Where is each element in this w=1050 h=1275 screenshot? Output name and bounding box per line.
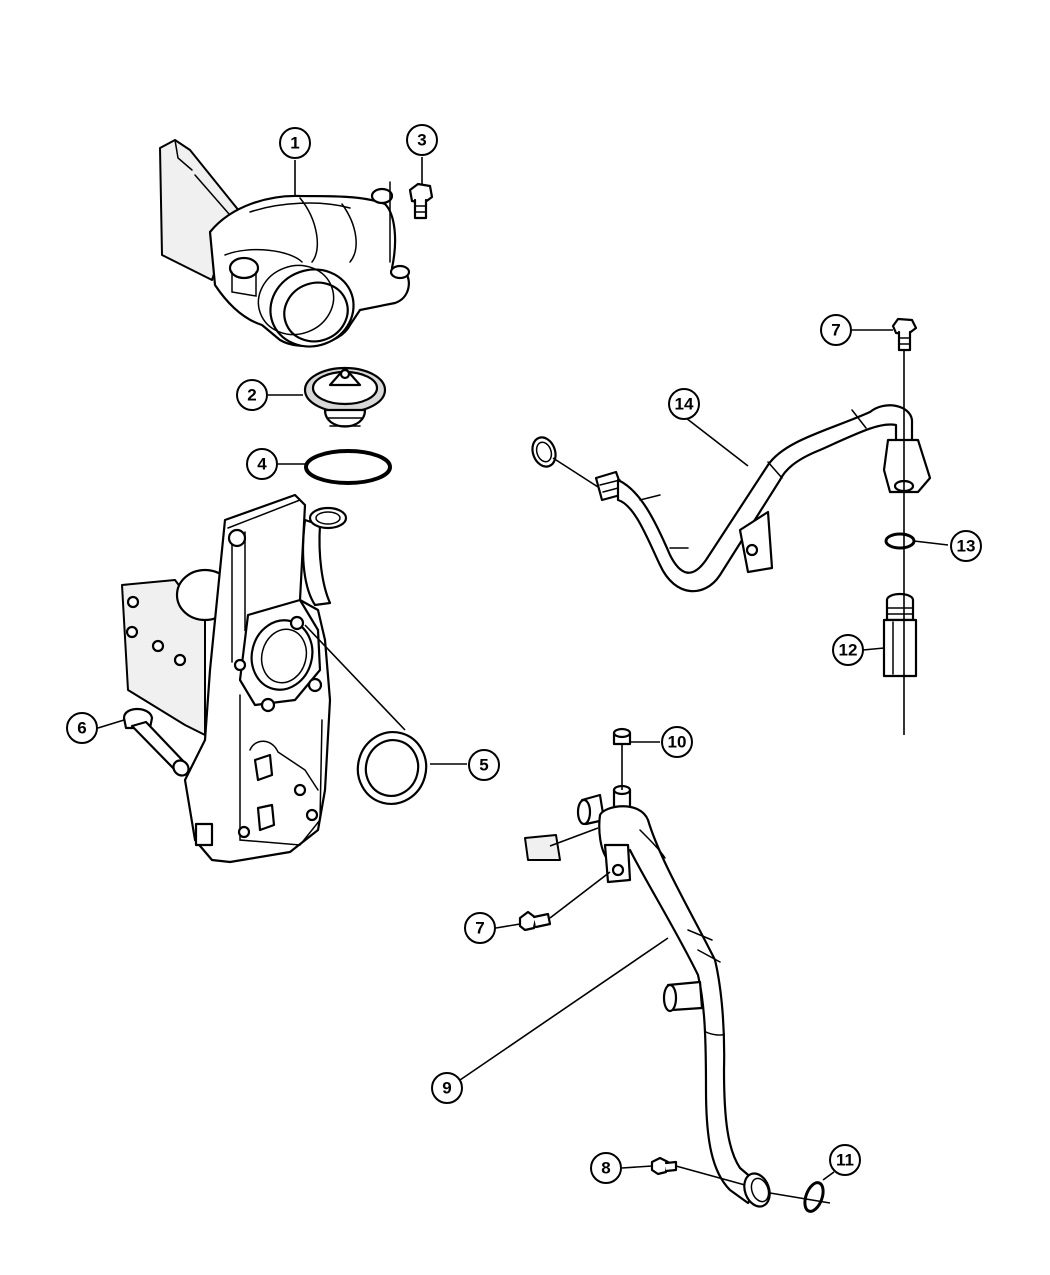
svg-text:12: 12: [839, 641, 858, 660]
leader-lines: [97, 157, 949, 1204]
svg-text:4: 4: [257, 455, 267, 474]
callout-7-upper: 7: [820, 314, 852, 346]
svg-text:11: 11: [836, 1151, 854, 1170]
callout-13: 13: [950, 530, 982, 562]
bolt-7-lower: [518, 910, 552, 932]
bolt-7-upper: [891, 317, 918, 352]
svg-text:13: 13: [957, 537, 976, 556]
bolt-icon: [408, 182, 434, 220]
water-pump-housing: [121, 493, 348, 864]
cap-10: [612, 727, 632, 746]
callout-6: 6: [66, 712, 98, 744]
callout-14: 14: [668, 388, 700, 420]
o-ring-13: [884, 532, 916, 550]
svg-text:3: 3: [417, 131, 426, 150]
svg-text:8: 8: [601, 1159, 610, 1178]
svg-text:9: 9: [442, 1079, 451, 1098]
callout-10: 10: [661, 726, 693, 758]
callout-8: 8: [590, 1152, 622, 1184]
callout-2: 2: [236, 379, 268, 411]
thermostat: [303, 366, 387, 428]
svg-text:5: 5: [479, 756, 488, 775]
svg-text:7: 7: [831, 321, 840, 340]
callout-4: 4: [246, 448, 278, 480]
fitting-12: [882, 592, 918, 678]
callout-7-lower: 7: [464, 912, 496, 944]
stud-bolt-6: [122, 707, 190, 777]
seal-ring-5: [356, 731, 428, 805]
thermostat-housing: [159, 139, 411, 348]
callout-1: 1: [279, 127, 311, 159]
o-ring-4: [304, 449, 392, 485]
callout-5: 5: [468, 749, 500, 781]
o-ring-11: [803, 1181, 825, 1213]
callout-9: 9: [431, 1072, 463, 1104]
coolant-tube-9: [524, 784, 771, 1208]
svg-text:14: 14: [675, 395, 694, 414]
svg-text:10: 10: [668, 733, 687, 752]
svg-text:7: 7: [475, 919, 484, 938]
callout-12: 12: [832, 634, 864, 666]
callout-3: 3: [406, 124, 438, 156]
bolt-8: [650, 1156, 678, 1176]
callout-11: 11: [829, 1144, 861, 1176]
coolant-tube-14: [531, 404, 932, 593]
svg-text:6: 6: [77, 719, 86, 738]
svg-text:2: 2: [247, 386, 256, 405]
svg-text:1: 1: [290, 134, 299, 153]
